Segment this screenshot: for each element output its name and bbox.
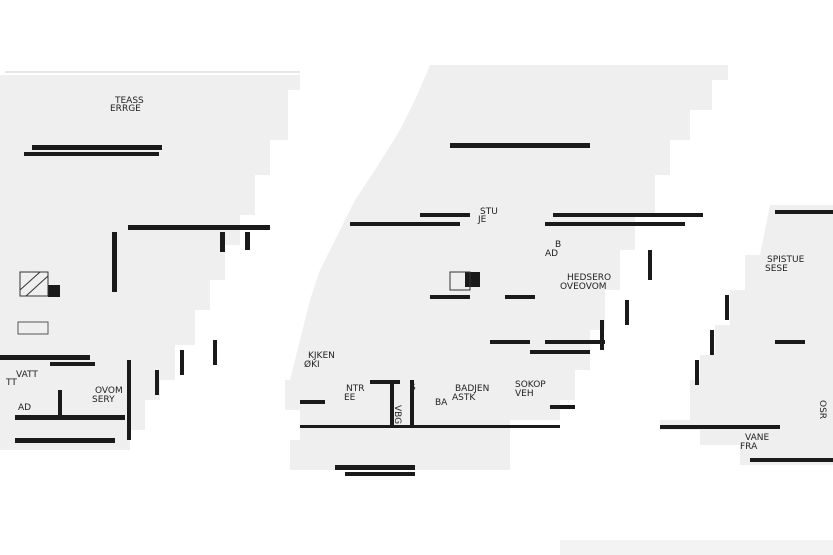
label-kitchen-1: KJKEN [308, 351, 335, 361]
label-bedroom-main-1: HEDSERO [567, 273, 611, 283]
label-bedroom-main-2: OVEOVOM [560, 282, 607, 292]
walls-left [0, 145, 270, 443]
floor-area-left [0, 75, 300, 450]
label-bedroom-left-2: SERY [92, 395, 115, 405]
floor-area-middle [285, 65, 728, 470]
walls-right [660, 210, 833, 462]
walls-middle [300, 143, 703, 476]
label-terrace-2: ERRGE [110, 104, 141, 114]
floor-strip [560, 540, 833, 555]
label-entrance-right-2: FRA [740, 442, 758, 452]
label-living-2: JE [477, 215, 487, 225]
label-entrance-right-1: VANE [745, 433, 769, 443]
label-kitchen-2: ØKI [304, 359, 320, 370]
label-dining-2: SESE [765, 264, 788, 274]
label-terrace-1: TEASS [114, 96, 144, 106]
label-entry-2: EE [344, 393, 356, 403]
label-bath-small: BA [435, 398, 448, 408]
stairs [17, 271, 471, 335]
label-bath-upper-1: B [555, 240, 561, 250]
label-bathroom-2: ASTK [452, 393, 476, 403]
label-closet: S [410, 383, 416, 393]
label-wc-left-1: VATT [16, 370, 38, 380]
label-bath-left: AD [18, 403, 31, 413]
label-dining-1: SPISTUE [767, 255, 805, 265]
floor-area-right [660, 205, 833, 465]
label-side-right: OSR [817, 400, 827, 419]
label-living-1: STU [480, 207, 498, 217]
label-bathroom-1: BADJEN [455, 384, 489, 394]
label-wc-left-2: TT [5, 378, 17, 388]
label-bath-upper-2: AD [545, 249, 558, 259]
label-entry-1: NTR [346, 384, 364, 394]
label-corridor: VBG [392, 405, 402, 424]
label-bedroom-left-1: OVOM [95, 386, 123, 396]
label-bedroom2-2: VEH [515, 389, 534, 399]
label-bedroom2-1: SOKOP [515, 380, 546, 390]
